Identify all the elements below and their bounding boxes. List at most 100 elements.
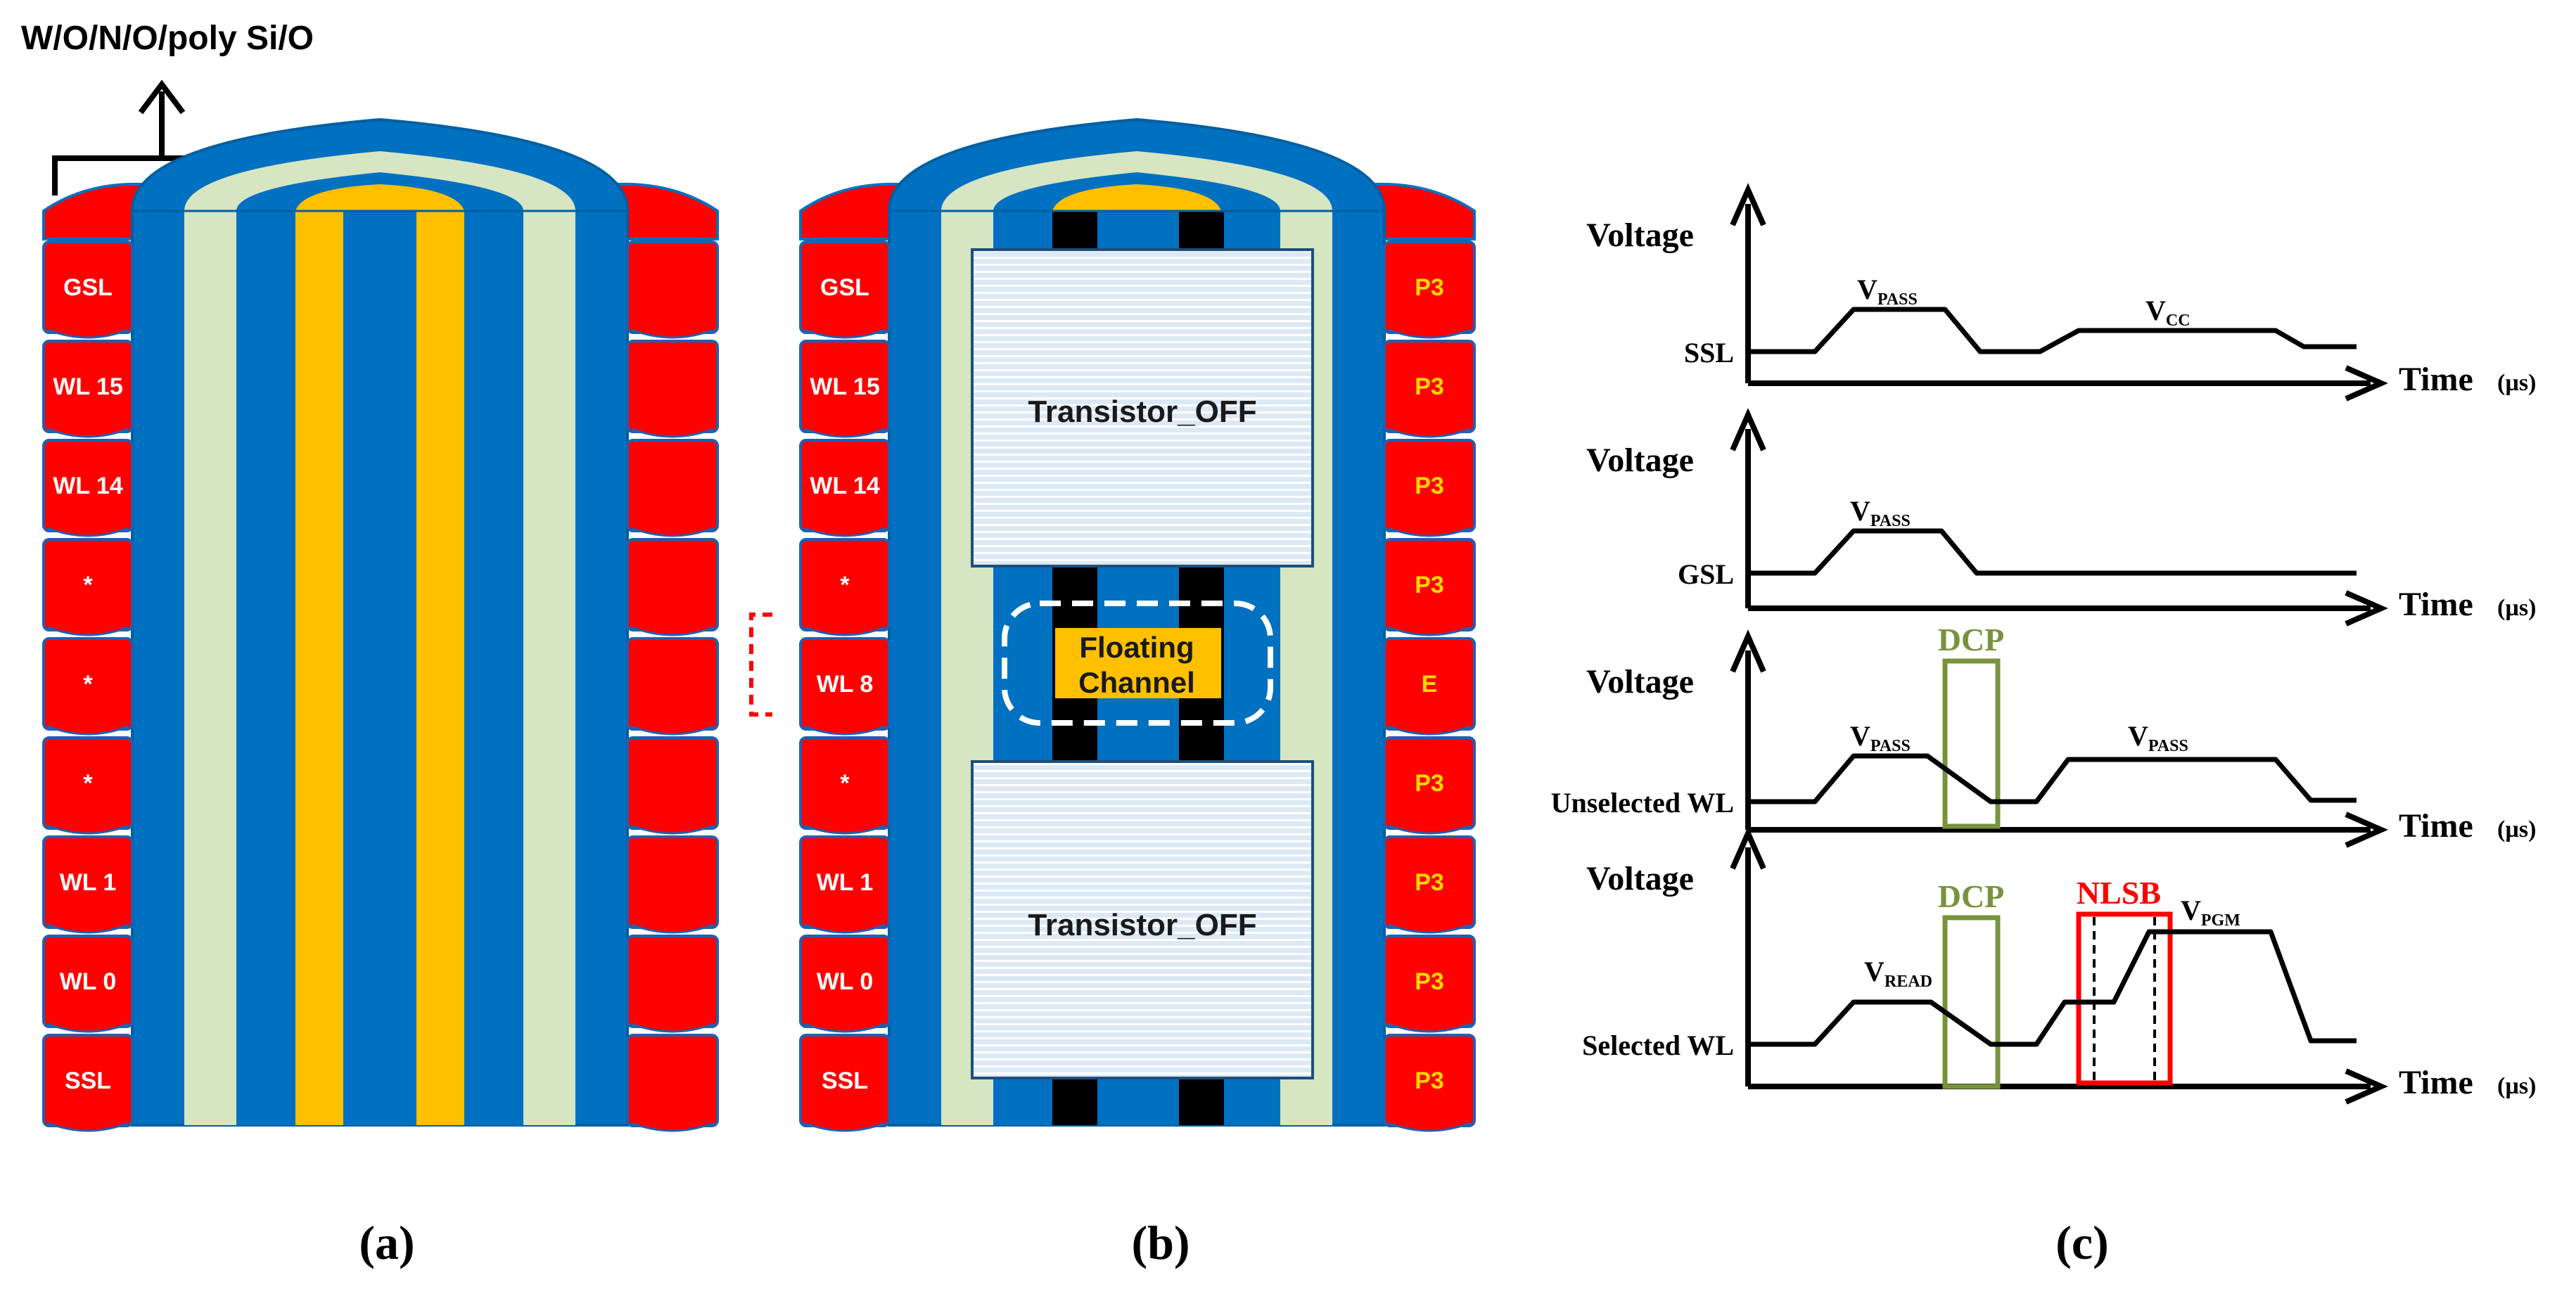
panel-a-left-layer: WL 15 (42, 340, 134, 438)
caption-a: (a) (359, 1216, 414, 1269)
panel-a-left-label: WL 15 (53, 373, 123, 400)
transistor-off-top: Transistor_OFF (1028, 395, 1256, 429)
waveform (1748, 929, 2357, 1047)
transistor-off-bottom: Transistor_OFF (1028, 908, 1256, 942)
panel-a-left-label: * (83, 671, 93, 698)
time-unit: (µs) (2497, 1073, 2536, 1099)
panel-b-right-layer: P3 (1383, 1034, 1476, 1132)
time-label: Time (2399, 807, 2473, 845)
panel-b-left-label: GSL (820, 274, 869, 301)
panel-b-left-label: WL 0 (817, 968, 874, 995)
panel-b-right-layer: P3 (1383, 241, 1476, 339)
panel-b-right-layer: P3 (1383, 835, 1476, 934)
panel-b-right-label: P3 (1415, 373, 1444, 400)
panel-b-left-label: SSL (822, 1067, 868, 1094)
panel-b-right-label: P3 (1415, 274, 1444, 301)
voltage-level-label: VPASS (2128, 720, 2188, 755)
voltage-label: Voltage (1586, 860, 1694, 897)
y-axis-arrow (1730, 629, 1766, 673)
panel-a-right-layers (626, 241, 719, 1132)
panel-b-right-label: E (1422, 671, 1438, 698)
panel-a-right-layer (626, 340, 719, 438)
waveform (1748, 528, 2357, 576)
time-unit: (µs) (2497, 370, 2536, 396)
time-unit: (µs) (2497, 816, 2536, 842)
panel-a-left-layer: * (42, 637, 134, 736)
x-axis-arrow (2345, 1068, 2388, 1105)
panel-b-left-layer: WL 0 (799, 935, 891, 1033)
voltage-level-label: VCC (2145, 295, 2191, 330)
panel-b-left-layer: * (799, 538, 891, 636)
panel-b-left-layers: GSL WL 15 WL 14 * WL 8 * WL 1 WL 0 SSL (799, 241, 891, 1132)
panel-a-left-layer: SSL (42, 1034, 134, 1132)
panel-a-left-label: SSL (65, 1067, 111, 1094)
panel-b-right-layer: P3 (1383, 736, 1476, 835)
dcp-label: DCP (1938, 878, 2005, 914)
dcp-box (1942, 915, 2001, 1089)
dcp-label: DCP (1938, 622, 2005, 658)
panel-a-right-layer (626, 1034, 719, 1132)
panel-b-right-label: P3 (1415, 572, 1444, 598)
floating-label-2: Channel (1078, 666, 1195, 699)
panel-b-left-layer: WL 8 (799, 637, 891, 736)
caption-c: (c) (2055, 1216, 2108, 1269)
panel-b-right-label: P3 (1415, 1067, 1444, 1094)
panel-b-left-layer: GSL (799, 241, 891, 339)
dcp-box (1942, 658, 2001, 829)
panel-b-right-layer: P3 (1383, 340, 1476, 438)
panel-b-left-layer: WL 1 (799, 835, 891, 934)
time-label: Time (2399, 586, 2473, 623)
panel-b-left-label: WL 15 (810, 373, 880, 400)
time-label: Time (2399, 1064, 2473, 1101)
y-axis-arrow (1730, 826, 1766, 870)
panel-a-left-layer: WL 14 (42, 439, 134, 537)
y-axis-arrow (1730, 408, 1766, 451)
panel-b-right-label: P3 (1415, 770, 1444, 797)
floating-label-1: Floating (1079, 631, 1194, 664)
waveform (1748, 753, 2357, 804)
panel-a-right-layer (626, 241, 719, 339)
panel-b-left-layer: WL 15 (799, 340, 891, 438)
panel-b-left-label: WL 8 (817, 671, 874, 698)
panel-b-left-label: WL 1 (817, 869, 874, 896)
stack-label: W/O/N/O/poly Si/O (21, 20, 314, 57)
panel-a-left-label: * (83, 770, 93, 797)
panel-b-right-label: P3 (1415, 473, 1444, 499)
voltage-label: Voltage (1586, 442, 1694, 479)
time-label: Time (2399, 361, 2473, 398)
panel-b-left-layer: WL 14 (799, 439, 891, 537)
panel-a-left-layer: GSL (42, 241, 134, 339)
panel-b-right-layer: E (1383, 637, 1476, 736)
voltage-level-label: VPGM (2181, 894, 2240, 930)
panel-a-left-label: WL 14 (53, 473, 123, 499)
panel-a-right-layer (626, 538, 719, 636)
panel-b-left-label: * (840, 572, 850, 598)
voltage-level-label: VREAD (1864, 956, 1932, 991)
panel-a-left-label: * (83, 572, 93, 598)
panel-a-right-layer (626, 835, 719, 934)
voltage-level-label: VPASS (1857, 274, 1918, 309)
nlsb-box (2076, 911, 2173, 1086)
panel-b-left-layer: * (799, 736, 891, 835)
panel-b-diagram (799, 117, 1476, 1127)
voltage-level-label: VPASS (1850, 720, 1911, 755)
time-unit: (µs) (2497, 595, 2536, 621)
x-axis-arrow (2345, 590, 2388, 627)
panel-b-right-label: P3 (1415, 968, 1444, 995)
panel-b-right-layer: P3 (1383, 439, 1476, 537)
voltage-label: Voltage (1586, 217, 1694, 254)
panel-a-diagram (42, 117, 719, 1127)
panel-a-left-layer: * (42, 538, 134, 636)
x-axis-arrow (2345, 812, 2388, 848)
voltage-label: Voltage (1586, 663, 1694, 700)
voltage-level-label: VPASS (1850, 495, 1911, 530)
wl8-bracket (749, 613, 772, 717)
panel-a-right-layer (626, 736, 719, 835)
panel-b-right-layer: P3 (1383, 538, 1476, 636)
signal-label: GSL (1678, 558, 1734, 590)
